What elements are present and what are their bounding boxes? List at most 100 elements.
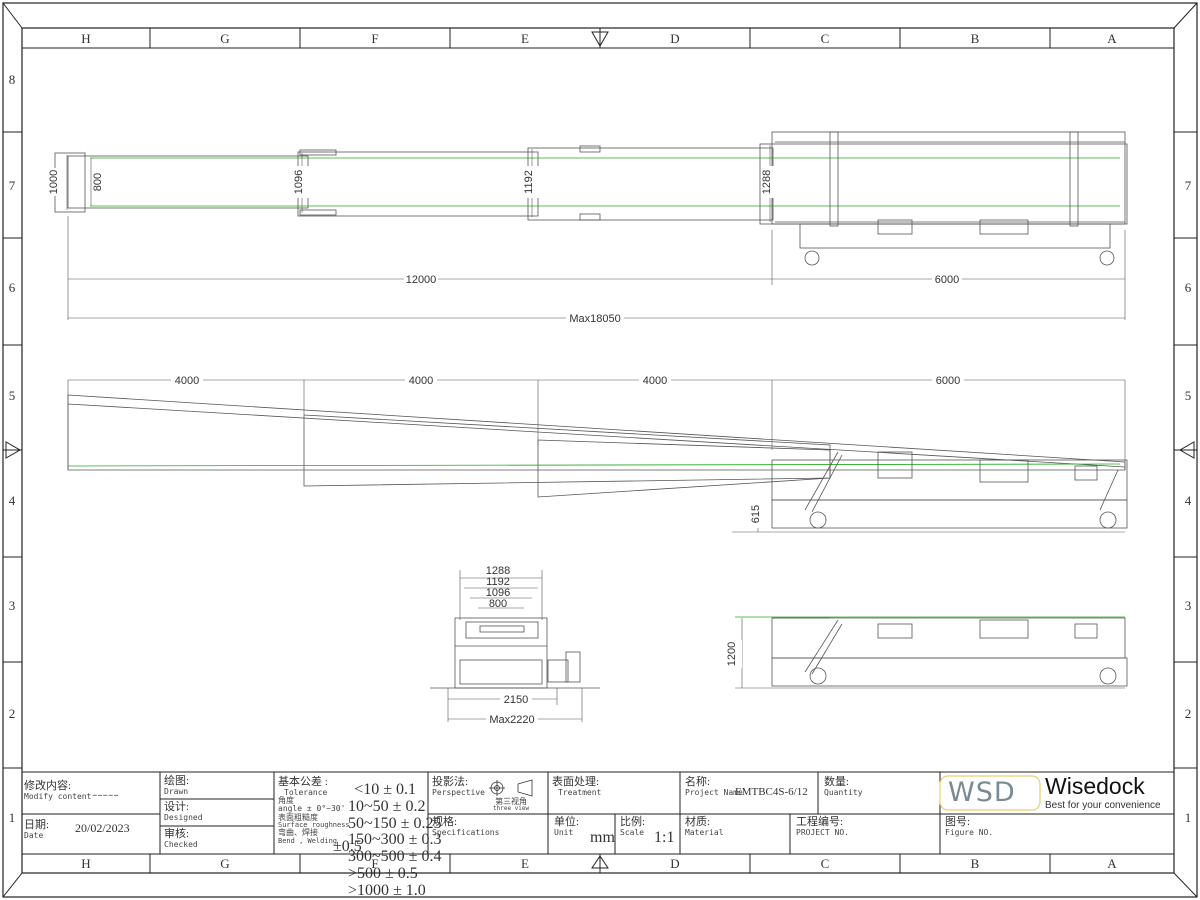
spec-en: Specifications xyxy=(432,827,500,837)
end-max-2220-label: Max2220 xyxy=(489,714,534,726)
bend-zh: 弯曲、焊接 xyxy=(278,828,318,838)
height-1200-label: 1200 xyxy=(726,642,738,666)
project-no-zh: 工程编号: xyxy=(796,816,844,828)
tol-row-1: <10 ± 0.1 xyxy=(354,781,416,798)
zone-top-D: D xyxy=(670,31,679,46)
treatment-en: Treatment xyxy=(558,787,602,797)
third-view-zh: 第三视角 xyxy=(495,797,528,806)
zone-left-3: 3 xyxy=(9,598,16,613)
zone-right-2: 2 xyxy=(1185,706,1192,721)
zone-bottom-G: G xyxy=(220,856,229,871)
spec-zh: 规格: xyxy=(432,816,458,828)
third-view-en: three view xyxy=(493,805,530,813)
checked-en: Checked xyxy=(164,839,198,849)
zone-left-7: 7 xyxy=(9,178,16,193)
zone-left-1: 1 xyxy=(9,810,16,825)
material-zh: 材质: xyxy=(685,816,711,828)
figure-no-zh: 图号: xyxy=(945,816,971,828)
zone-left-5: 5 xyxy=(9,388,16,403)
tolerance-cell: 基本公差 : Tolerance 角度 angle ± 0°~30' 表面粗糙度… xyxy=(278,776,350,845)
zone-bottom-B: B xyxy=(971,856,980,871)
zone-bottom-H: H xyxy=(81,856,90,871)
project-no-en: PROJECT NO. xyxy=(796,827,849,837)
designed-zh: 设计: xyxy=(164,801,190,813)
height-615-label: 615 xyxy=(750,505,762,523)
zone-left-2: 2 xyxy=(9,706,16,721)
unit-en: Unit xyxy=(554,827,574,837)
zone-right-1: 1 xyxy=(1185,810,1192,825)
zone-top-F: F xyxy=(371,31,378,46)
zone-left-6: 6 xyxy=(9,280,16,295)
zone-bottom-F: F xyxy=(371,856,378,871)
segment-4000-label-1: 4000 xyxy=(175,375,199,387)
bend-value: ±0.5 xyxy=(333,838,362,855)
scale-value: 1:1 xyxy=(654,829,675,846)
drawn-zh: 绘图: xyxy=(164,775,190,787)
unit-cell: 单位: Unit xyxy=(554,816,579,837)
third-angle-projection-icon xyxy=(489,779,533,797)
project-name-en: Project Name xyxy=(685,787,743,797)
segment-4000-label-3: 4000 xyxy=(643,375,667,387)
angle-zh: 角度 xyxy=(278,795,294,805)
zone-right-6: 6 xyxy=(1185,280,1192,295)
logo-box xyxy=(939,775,1041,811)
end-width-1288-label: 1288 xyxy=(486,565,510,577)
zone-top-A: A xyxy=(1107,31,1117,46)
zone-top-E: E xyxy=(521,31,529,46)
tol-row-3: 50~150 ± 0.25 xyxy=(348,814,442,832)
logo-text: WSD xyxy=(948,777,1016,808)
figure-no-en: Figure NO. xyxy=(945,827,994,837)
segment-6000-label: 6000 xyxy=(936,375,960,387)
tol-row-4: 150~300 ± 0.3 xyxy=(348,831,442,849)
title-block-grid xyxy=(22,771,1174,854)
modify-value: ----- xyxy=(92,786,119,803)
width-1288-label: 1288 xyxy=(761,170,773,194)
drawn-cell: 绘图: Drawn xyxy=(164,775,190,796)
tol-row-2: 10~50 ± 0.2 xyxy=(348,797,426,815)
angle-en: angle ± 0°~30' xyxy=(278,804,346,814)
zone-left-4: 4 xyxy=(9,493,16,508)
quantity-cell: 数量: Quantity xyxy=(824,776,863,797)
zone-top-G: G xyxy=(220,31,229,46)
date-en: Date xyxy=(24,830,44,840)
end-view xyxy=(430,570,600,722)
length-6000-label: 6000 xyxy=(935,274,959,286)
designed-en: Designed xyxy=(164,812,203,822)
zone-bottom-C: C xyxy=(821,856,830,871)
treatment-cell: 表面处理: Treatment xyxy=(552,776,602,797)
retracted-view xyxy=(735,616,1128,689)
end-width-1096-label: 1096 xyxy=(486,587,510,599)
material-en: Material xyxy=(685,827,724,837)
zone-right-5: 5 xyxy=(1185,388,1192,403)
checked-cell: 审核: Checked xyxy=(164,828,198,849)
end-width-1192-label: 1192 xyxy=(486,576,510,588)
width-1096-label: 1096 xyxy=(293,170,305,194)
projection-zh: 投影法: xyxy=(432,776,469,788)
zone-right-3: 3 xyxy=(1185,598,1192,613)
zone-left-8: 8 xyxy=(9,72,16,87)
length-12000-label: 12000 xyxy=(406,274,437,286)
bend-en: Bend , Welding xyxy=(278,836,338,845)
zone-top-C: C xyxy=(821,31,830,46)
zone-right-7: 7 xyxy=(1185,178,1192,193)
date-cell: 日期: Date xyxy=(24,819,50,840)
tol-row-7: >1000 ± 1.0 xyxy=(348,881,426,899)
projection-cell: 投影法: Perspective xyxy=(432,776,485,797)
width-1000-label: 1000 xyxy=(48,170,60,194)
width-800-label: 800 xyxy=(92,173,104,191)
scale-en: Scale xyxy=(620,827,645,837)
treatment-zh: 表面处理: xyxy=(552,776,600,788)
zone-bottom-A: A xyxy=(1107,856,1117,871)
material-cell: 材质: Material xyxy=(685,816,724,837)
brand-tagline: Best for your convenience xyxy=(1045,800,1161,811)
scale-zh: 比例: xyxy=(620,816,646,828)
quantity-en: Quantity xyxy=(824,787,863,797)
tolerance-zh: 基本公差 : xyxy=(278,776,328,788)
date-zh: 日期: xyxy=(24,819,50,831)
modify-content-cell: 修改内容: Modify content xyxy=(24,780,91,801)
date-value: 20/02/2023 xyxy=(75,821,130,835)
third-view-cell: 第三视角 three view xyxy=(493,797,530,813)
designed-cell: 设计: Designed xyxy=(164,801,203,822)
tol-row-6: >500 ± 0.5 xyxy=(348,864,418,882)
